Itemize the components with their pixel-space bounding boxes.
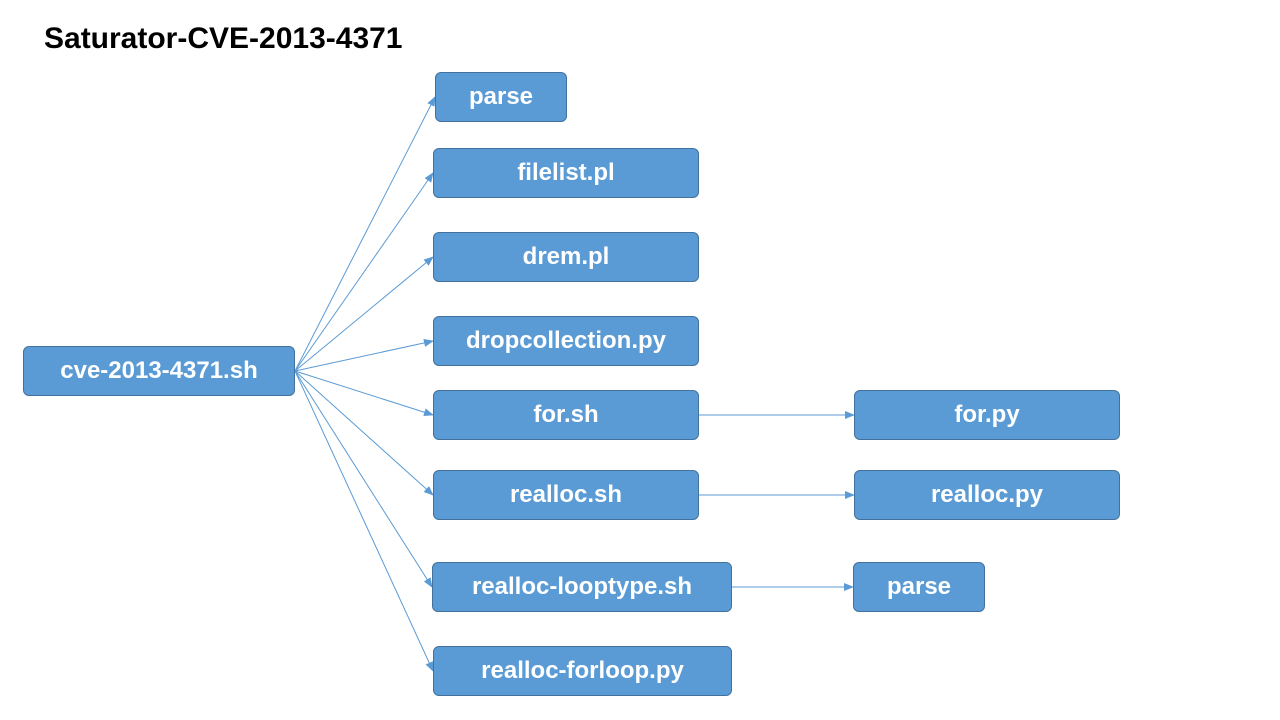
node-realloc-forloop[interactable]: realloc-forloop.py	[433, 646, 732, 696]
node-realloc-looptype[interactable]: realloc-looptype.sh	[432, 562, 732, 612]
node-dropcollection[interactable]: dropcollection.py	[433, 316, 699, 366]
node-parse[interactable]: parse	[435, 72, 567, 122]
node-parse-child[interactable]: parse	[853, 562, 985, 612]
node-filelist[interactable]: filelist.pl	[433, 148, 699, 198]
diagram-title: Saturator-CVE-2013-4371	[44, 22, 403, 55]
node-drem[interactable]: drem.pl	[433, 232, 699, 282]
node-for-sh[interactable]: for.sh	[433, 390, 699, 440]
node-for-py[interactable]: for.py	[854, 390, 1120, 440]
edge-root-to-realloc_looptype	[294, 370, 433, 588]
edge-root-to-filelist	[294, 172, 434, 372]
node-realloc-py[interactable]: realloc.py	[854, 470, 1120, 520]
edge-root-to-dropcollection	[294, 339, 434, 372]
edge-root-to-for_sh	[294, 370, 434, 417]
edge-root-to-realloc_forloop	[294, 370, 434, 672]
edge-root-to-parse_top	[294, 96, 436, 372]
edge-root-to-realloc_sh	[294, 370, 434, 496]
edge-root-to-drem	[294, 256, 434, 372]
node-root[interactable]: cve-2013-4371.sh	[23, 346, 295, 396]
node-realloc-sh[interactable]: realloc.sh	[433, 470, 699, 520]
